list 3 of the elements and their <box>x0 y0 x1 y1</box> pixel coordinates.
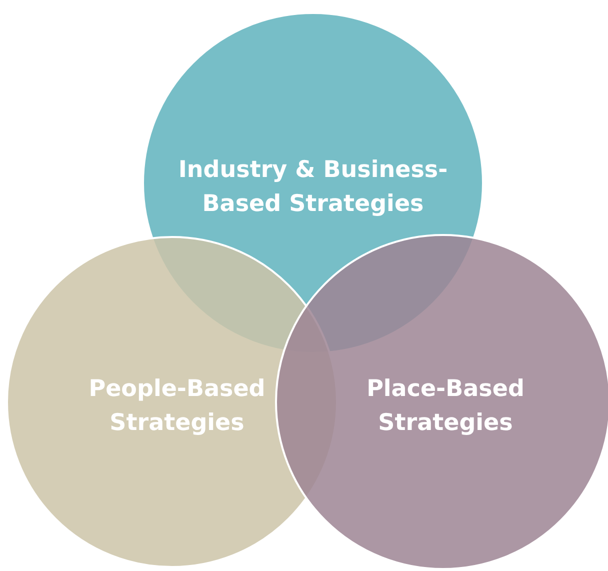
circle-label: People-Based Strategies <box>88 375 266 438</box>
circle-label: Industry & Business-Based Strategies <box>177 156 449 219</box>
circle-label: Place-Based Strategies <box>366 375 526 438</box>
